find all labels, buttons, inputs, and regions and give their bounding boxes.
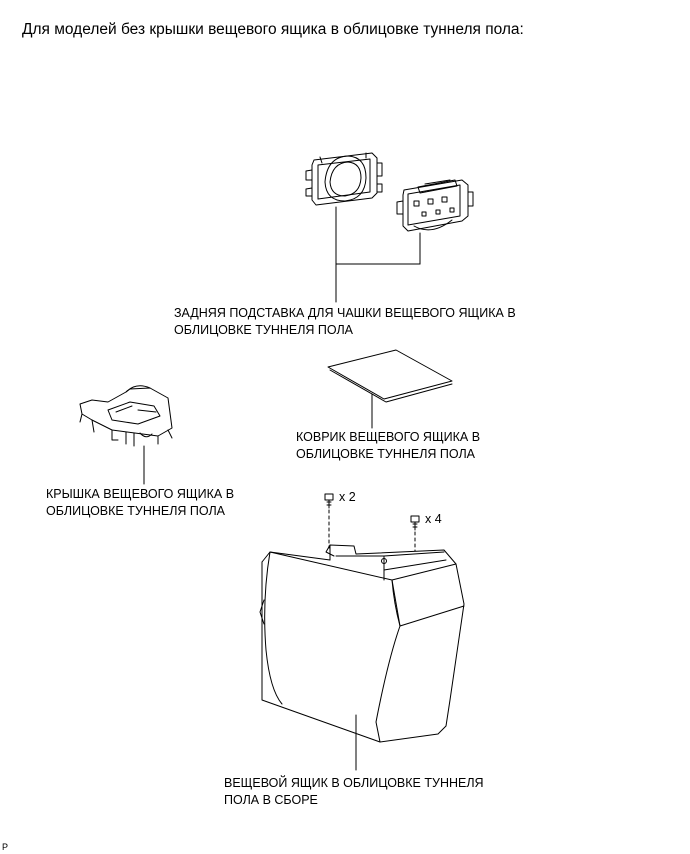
label-mat-line1: КОВРИК ВЕЩЕВОГО ЯЩИКА В [296,430,481,444]
footer-code: P [2,842,9,852]
rear-cup-holder-left-part [305,152,383,206]
label-rear-cup-holder-line2: ОБЛИЦОВКЕ ТУННЕЛЯ ПОЛА [174,323,354,337]
rear-cup-holder-right-part [396,179,474,232]
screw-icon-left [324,493,334,549]
tunnel-box-mat [327,349,453,429]
label-cover-line2: ОБЛИЦОВКЕ ТУННЕЛЯ ПОЛА [46,504,226,518]
label-cover: КРЫШКА ВЕЩЕВОГО ЯЩИКА В ОБЛИЦОВКЕ ТУННЕЛ… [46,486,234,520]
screw-qty-right: x 4 [425,512,442,526]
label-mat-line2: ОБЛИЦОВКЕ ТУННЕЛЯ ПОЛА [296,447,476,461]
label-cover-line1: КРЫШКА ВЕЩЕВОГО ЯЩИКА В [46,487,235,501]
label-box-assembly-line2: ПОЛА В СБОРЕ [224,793,318,807]
cup-holder-leader-lines [335,206,421,303]
screw-qty-left: x 2 [339,490,356,504]
console-box-assembly [259,544,465,771]
tunnel-box-cover [79,385,173,485]
label-box-assembly: ВЕЩЕВОЙ ЯЩИК В ОБЛИЦОВКЕ ТУННЕЛЯ ПОЛА В … [224,775,484,809]
label-rear-cup-holder-line1: ЗАДНЯЯ ПОДСТАВКА ДЛЯ ЧАШКИ ВЕЩЕВОГО ЯЩИК… [174,306,516,320]
label-mat: КОВРИК ВЕЩЕВОГО ЯЩИКА В ОБЛИЦОВКЕ ТУННЕЛ… [296,429,480,463]
label-rear-cup-holder: ЗАДНЯЯ ПОДСТАВКА ДЛЯ ЧАШКИ ВЕЩЕВОГО ЯЩИК… [174,305,516,339]
label-box-assembly-line1: ВЕЩЕВОЙ ЯЩИК В ОБЛИЦОВКЕ ТУННЕЛЯ [224,776,484,790]
page-heading: Для моделей без крышки вещевого ящика в … [22,21,524,38]
